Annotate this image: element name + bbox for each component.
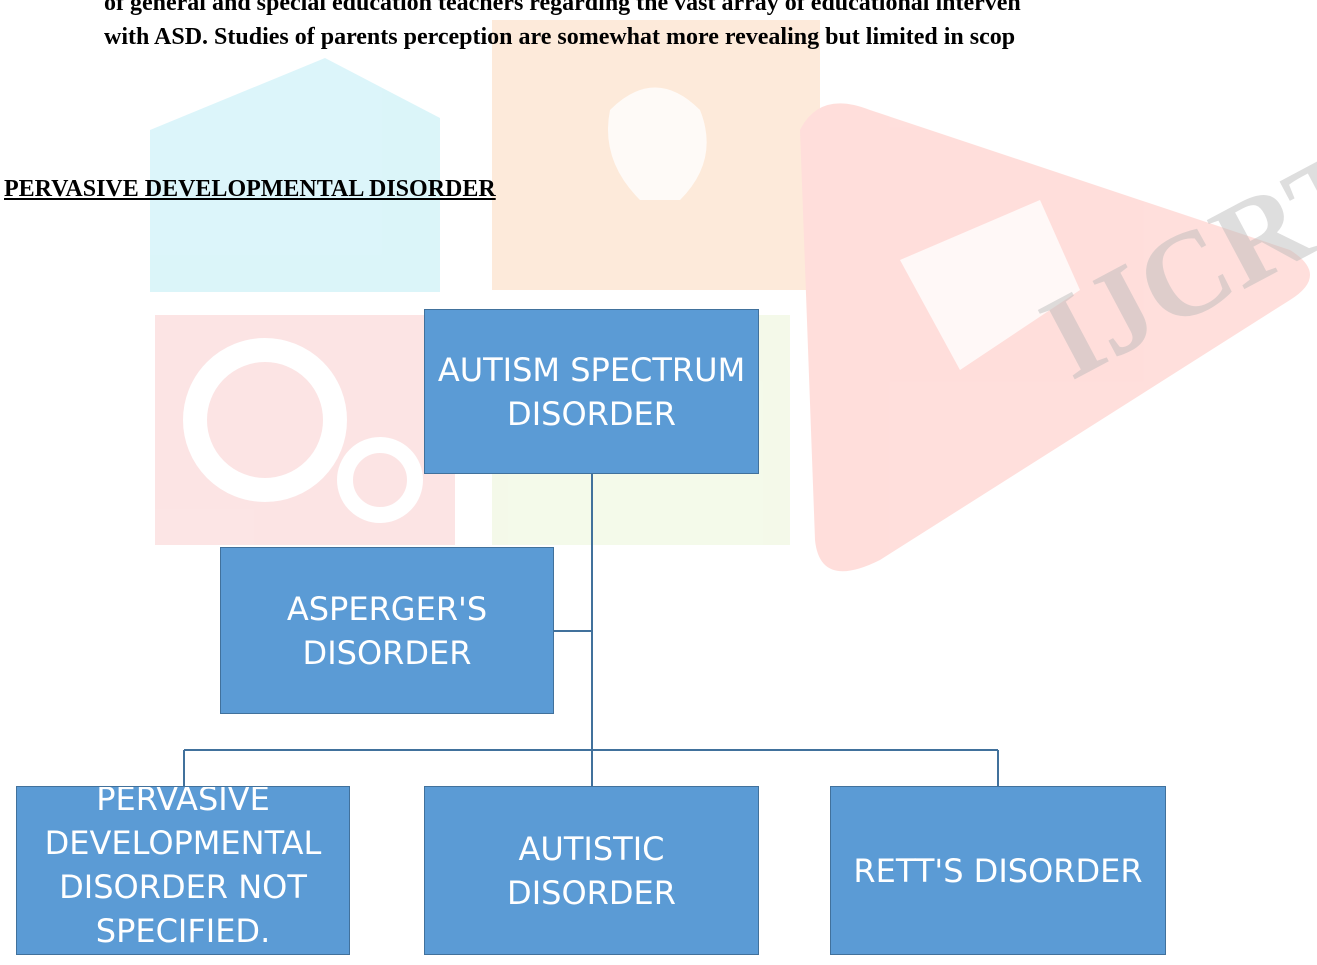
- body-text-line-1: of general and special education teacher…: [104, 0, 1021, 16]
- node-autistic-disorder-label: AUTISTIC DISORDER: [507, 829, 676, 912]
- node-retts-disorder-label: RETT'S DISORDER: [853, 851, 1143, 890]
- node-retts-disorder: RETT'S DISORDER: [830, 786, 1166, 955]
- section-heading: PERVASIVE DEVELOPMENTAL DISORDER: [4, 176, 496, 202]
- node-autistic-disorder: AUTISTIC DISORDER: [424, 786, 759, 955]
- node-aspergers-disorder: ASPERGER'S DISORDER: [220, 547, 554, 714]
- node-pervasive-developmental-disorder-nos-label: PERVASIVE DEVELOPMENTAL DISORDER NOT SPE…: [44, 786, 322, 950]
- node-pervasive-developmental-disorder-nos: PERVASIVE DEVELOPMENTAL DISORDER NOT SPE…: [16, 786, 350, 955]
- body-text-line-2: with ASD. Studies of parents perception …: [104, 24, 1016, 50]
- node-autism-spectrum-disorder-label: AUTISM SPECTRUM DISORDER: [437, 350, 746, 433]
- node-autism-spectrum-disorder: AUTISM SPECTRUM DISORDER: [424, 309, 759, 474]
- node-aspergers-disorder-label: ASPERGER'S DISORDER: [286, 589, 488, 672]
